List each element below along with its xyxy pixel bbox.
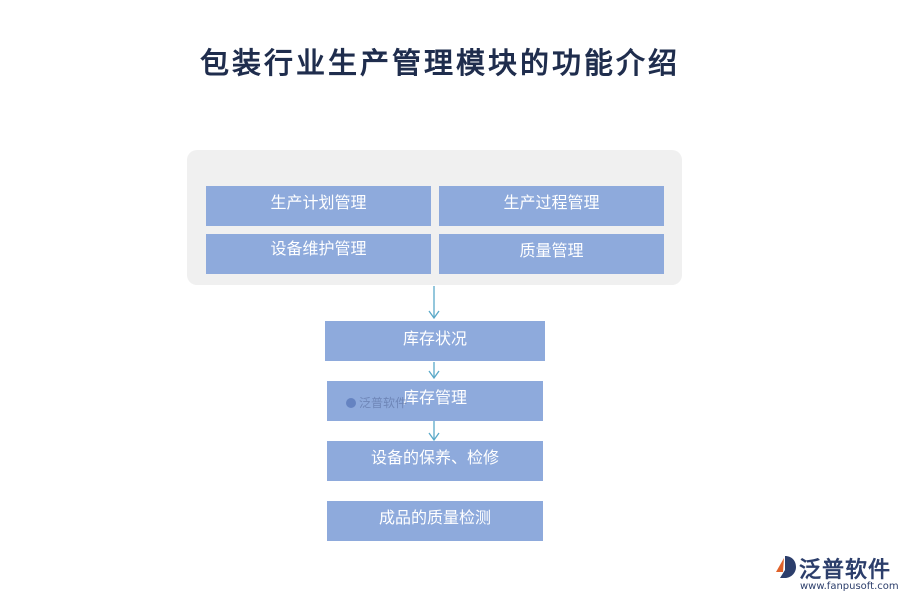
flow-arrow-2	[428, 362, 440, 380]
step-inventory-status: 库存状况	[325, 321, 545, 361]
logo-url: www.fanpusoft.com	[800, 581, 899, 592]
logo-name: 泛普软件	[799, 558, 892, 583]
module-equipment-maintenance: 设备维护管理	[206, 234, 431, 274]
logo-mark-icon	[776, 556, 796, 578]
module-production-process: 生产过程管理	[439, 186, 664, 226]
flow-arrow-1	[428, 286, 440, 320]
watermark-text: 泛普软件	[359, 396, 408, 410]
watermark: 泛普软件	[346, 394, 407, 411]
step-inventory-management: 库存管理	[327, 381, 543, 421]
step-equipment-maintenance-repair: 设备的保养、检修	[327, 441, 543, 481]
watermark-icon	[346, 398, 356, 408]
module-production-planning: 生产计划管理	[206, 186, 431, 226]
page-title: 包装行业生产管理模块的功能介绍	[199, 46, 680, 80]
module-quality-management: 质量管理	[439, 234, 664, 274]
brand-logo: 泛普软件 www.fanpusoft.com	[772, 552, 899, 596]
step-product-quality-inspection: 成品的质量检测	[327, 501, 543, 541]
flow-arrow-3	[428, 421, 440, 442]
